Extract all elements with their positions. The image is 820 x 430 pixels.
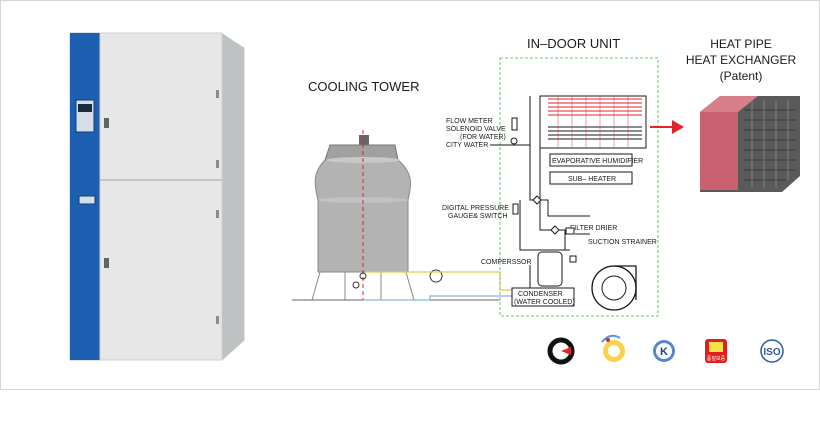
compressor-body bbox=[537, 251, 563, 287]
label-solenoid-valve: SOLENOID VALVE bbox=[446, 126, 506, 133]
heat-exchanger-title: HEAT PIPE HEAT EXCHANGER (Patent) bbox=[686, 37, 797, 83]
cooling-tower-title: COOLING TOWER bbox=[308, 79, 419, 94]
water-pipes bbox=[363, 271, 512, 301]
heat-pipe-line-2: HEAT EXCHANGER bbox=[686, 53, 797, 67]
cert-quality-text: 품질보증 bbox=[707, 355, 726, 362]
red-arrow bbox=[650, 120, 684, 134]
certification-marks: K 품질보증 ISO bbox=[547, 334, 784, 365]
cert-mark-quality: 품질보증 bbox=[705, 339, 727, 363]
cert-mark-iso: ISO bbox=[760, 339, 784, 363]
cabinet-unit bbox=[69, 32, 245, 361]
heat-pipe-line-3: (Patent) bbox=[720, 69, 763, 83]
heat-pipe-coil bbox=[539, 95, 647, 149]
cabinet-handle-upper bbox=[104, 118, 109, 128]
cert-mark-k: K bbox=[653, 340, 675, 362]
label-evaporative-humidifier: EVAPORATIVE HUMIDIFIER bbox=[552, 158, 643, 165]
cert-iso-text: ISO bbox=[763, 347, 780, 358]
indoor-unit-border bbox=[499, 57, 659, 317]
label-filter-drier: FILTER DRIER bbox=[570, 225, 617, 232]
label-sub-heater: SUB– HEATER bbox=[568, 176, 616, 183]
label-suction-strainer: SUCTION STRAINER bbox=[588, 239, 657, 246]
condenser-box bbox=[511, 287, 575, 307]
indoor-unit-title: IN–DOOR UNIT bbox=[527, 36, 620, 51]
label-city-water: CITY WATER bbox=[446, 142, 488, 149]
label-water-cooled: (WATER COOLED) bbox=[514, 299, 575, 306]
cabinet-handle-lower bbox=[104, 258, 109, 268]
label-for-water: (FOR WATER) bbox=[460, 134, 506, 141]
label-digital-pressure: DIGITAL PRESSURE bbox=[442, 205, 509, 212]
cert-mark-1 bbox=[547, 337, 575, 365]
label-condenser: CONDENSER bbox=[518, 291, 563, 298]
label-compressor: COMPERSSOR bbox=[481, 259, 532, 266]
cert-k-text: K bbox=[660, 346, 668, 358]
heat-pipe-line-1: HEAT PIPE bbox=[710, 37, 772, 51]
indoor-unit: IN–DOOR UNIT EVAPORATIVE HUMIDIFIER SUB–… bbox=[442, 36, 659, 317]
blower-fan bbox=[591, 265, 637, 311]
cooling-tower: COOLING TOWER bbox=[292, 79, 500, 301]
label-gauge-switch: GAUGE& SWITCH bbox=[448, 213, 508, 220]
heat-exchanger-image bbox=[700, 96, 800, 192]
cert-mark-2 bbox=[601, 334, 625, 362]
label-flow-meter: FLOW METER bbox=[446, 118, 493, 125]
